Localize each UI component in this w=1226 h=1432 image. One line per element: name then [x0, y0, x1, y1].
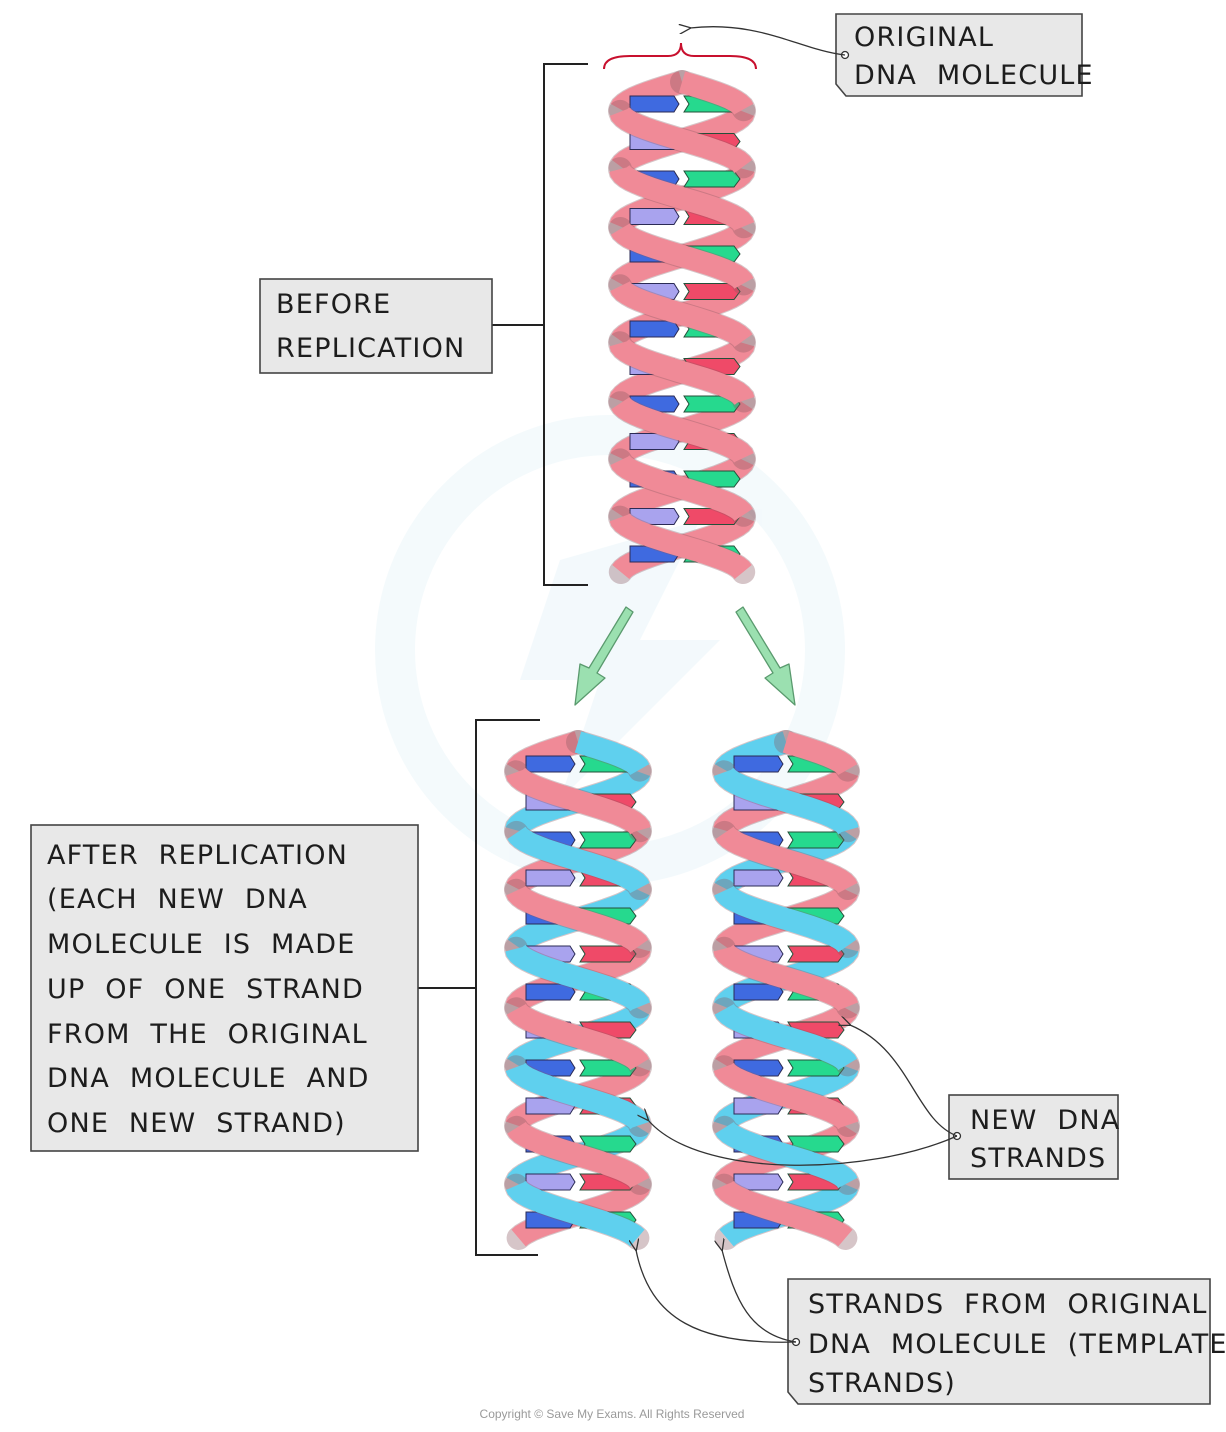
after-replication-label: AFTER REPLICATION (EACH NEW DNA MOLECULE…	[30, 824, 419, 1152]
base-green	[579, 1135, 637, 1153]
base-blue	[629, 320, 680, 338]
before-line-2: REPLICATION	[276, 333, 465, 364]
original-line-1: ORIGINAL	[854, 22, 994, 53]
strand-b-front	[610, 455, 753, 521]
strand-b-front	[715, 1121, 858, 1189]
base-blue	[629, 95, 680, 113]
new-strands-line-2: STRANDS	[970, 1143, 1106, 1174]
strand-b-front	[506, 885, 649, 953]
template-line-3: STRANDS)	[808, 1368, 956, 1399]
strand-a-front	[505, 1062, 651, 1130]
after-replication-bracket	[418, 719, 540, 1256]
strand-a-front	[782, 731, 858, 776]
base-green	[787, 1135, 845, 1153]
base-blue	[525, 755, 576, 773]
strand-b-front	[714, 1003, 858, 1071]
strand-a-front	[713, 944, 859, 1012]
new-strands-line-1: NEW DNA	[970, 1105, 1120, 1136]
template-strands-label: STRANDS FROM ORIGINAL DNA MOLECULE (TEMP…	[787, 1278, 1226, 1405]
copyright-text: Copyright © Save My Exams. All Rights Re…	[480, 1407, 745, 1421]
before-line-1: BEFORE	[276, 289, 391, 320]
after-line-4: UP OF ONE STRAND	[47, 974, 364, 1005]
template-line-1: STRANDS FROM ORIGINAL	[808, 1289, 1208, 1320]
new-dna-strands-label: NEW DNA STRANDS	[948, 1094, 1120, 1180]
base-green	[787, 831, 845, 849]
strand-b-front	[713, 767, 859, 835]
before-replication-label: BEFORE REPLICATION	[259, 278, 493, 374]
strand-a-front	[610, 281, 753, 347]
strand-a-front	[611, 397, 754, 463]
strand-b-front	[609, 339, 755, 405]
strand-b-front	[505, 767, 651, 835]
after-line-1: AFTER REPLICATION	[47, 840, 348, 871]
base-blue	[733, 755, 784, 773]
after-line-7: ONE NEW STRAND)	[47, 1108, 346, 1139]
strand-b-front	[609, 107, 753, 173]
pointer-arrows	[636, 27, 958, 1343]
strand-b-front	[610, 223, 754, 289]
strand-a-front	[505, 1180, 645, 1247]
strand-a-front	[505, 944, 651, 1012]
strand-a-front	[574, 731, 650, 776]
base-lavender	[525, 869, 576, 887]
strand-a-front	[713, 1062, 859, 1130]
replication-arrow-left	[574, 606, 634, 706]
strand-b-front	[507, 1121, 650, 1189]
original-dna-helix	[608, 70, 756, 584]
original-dna-label: ORIGINAL DNA MOLECULE	[835, 13, 1094, 97]
strand-b-front	[714, 885, 857, 953]
original-line-2: DNA MOLECULE	[854, 60, 1094, 91]
original-molecule-brace	[603, 42, 757, 70]
replication-arrow-right	[735, 606, 796, 706]
strand-a-front	[507, 826, 650, 894]
strand-a-front	[609, 513, 752, 579]
strand-a-front	[715, 826, 858, 894]
new-dna-helix-left	[504, 730, 652, 1250]
base-lavender	[629, 208, 680, 225]
base-lavender	[733, 869, 784, 887]
base-green	[683, 170, 741, 188]
template-line-2: DNA MOLECULE (TEMPLATE	[808, 1329, 1226, 1360]
strand-a-front	[713, 1180, 853, 1247]
before-replication-bracket	[492, 63, 588, 586]
after-line-2: (EACH NEW DNA	[47, 884, 308, 915]
after-line-6: DNA MOLECULE AND	[47, 1063, 370, 1094]
after-line-3: MOLECULE IS MADE	[47, 929, 355, 960]
strand-a-front	[609, 165, 755, 231]
new-dna-helix-right	[712, 730, 860, 1250]
strand-a-front	[678, 71, 754, 115]
base-green	[579, 831, 637, 849]
strand-b-front	[506, 1003, 650, 1071]
after-line-5: FROM THE ORIGINAL	[47, 1019, 368, 1050]
